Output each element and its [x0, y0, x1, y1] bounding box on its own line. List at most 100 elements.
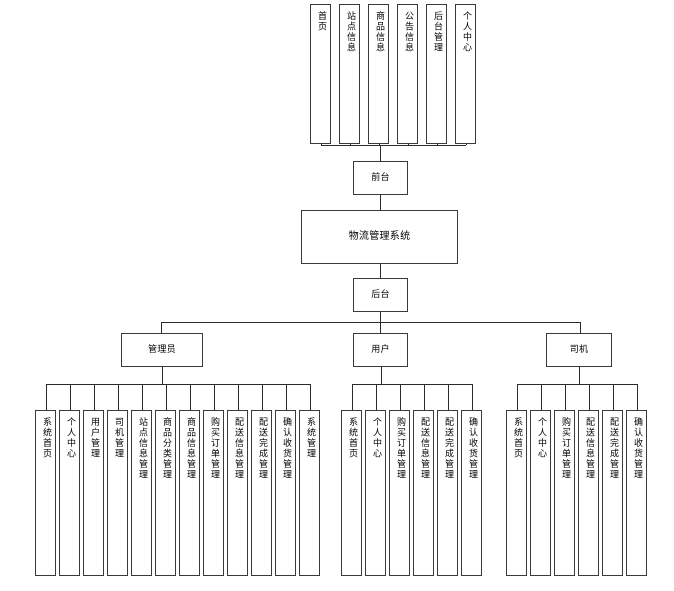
node-role-1-item-3[interactable]: 配送信息管理: [413, 410, 434, 576]
node-role-2-item-1-label: 个人中心: [536, 417, 546, 459]
connector-role-2-stub-2: [565, 384, 566, 410]
node-role-1-item-2[interactable]: 购买订单管理: [389, 410, 410, 576]
connector-role-0-stub-0: [46, 384, 47, 410]
connector-system-to-backend: [380, 264, 381, 278]
connector-rolebus-to-driver: [580, 322, 581, 333]
connector-role-1-stem: [381, 367, 382, 384]
node-role-0-item-0-label: 系统首页: [41, 417, 51, 459]
node-frontend-label: 前台: [371, 173, 390, 183]
node-frontend-menu-item-5-label: 个人中心: [461, 11, 471, 53]
node-role-1-item-0[interactable]: 系统首页: [341, 410, 362, 576]
node-frontend-menu-item-3[interactable]: 公告信息: [397, 4, 418, 144]
node-role-1-item-5[interactable]: 确认收货管理: [461, 410, 482, 576]
node-role-0-item-3[interactable]: 司机管理: [107, 410, 128, 576]
node-frontend-menu-item-0-label: 首页: [316, 11, 326, 32]
connector-role-2-bus: [517, 384, 637, 385]
node-frontend-menu-item-4-label: 后台管理: [432, 11, 442, 53]
node-role-0-item-5[interactable]: 商品分类管理: [155, 410, 176, 576]
connector-role-1-stub-0: [352, 384, 353, 410]
node-role-2[interactable]: 司机: [546, 333, 612, 367]
node-role-0-item-0[interactable]: 系统首页: [35, 410, 56, 576]
node-backend[interactable]: 后台: [353, 278, 408, 312]
node-role-0-item-11[interactable]: 系统管理: [299, 410, 320, 576]
node-frontend-menu-item-0[interactable]: 首页: [310, 4, 331, 144]
node-frontend-menu-item-2-label: 商品信息: [374, 11, 384, 53]
node-frontend-menu-item-5[interactable]: 个人中心: [455, 4, 476, 144]
node-role-0-label: 管理员: [148, 345, 176, 355]
node-role-0-item-10[interactable]: 确认收货管理: [275, 410, 296, 576]
connector-frontend-menu-stub-2: [379, 144, 380, 145]
connector-frontend-menu-stub-0: [321, 144, 322, 145]
node-role-0-item-10-label: 确认收货管理: [281, 417, 291, 480]
node-role-0-item-7[interactable]: 购买订单管理: [203, 410, 224, 576]
node-role-1-item-5-label: 确认收货管理: [467, 417, 477, 480]
connector-role-0-stub-7: [214, 384, 215, 410]
node-role-0-item-6[interactable]: 商品信息管理: [179, 410, 200, 576]
node-role-2-item-0[interactable]: 系统首页: [506, 410, 527, 576]
connector-role-1-bus: [352, 384, 472, 385]
connector-role-bus: [161, 322, 580, 323]
connector-frontend-menu-stub-5: [466, 144, 467, 145]
connector-role-0-bus: [46, 384, 310, 385]
node-backend-label: 后台: [371, 290, 390, 300]
node-frontend-menu-item-2[interactable]: 商品信息: [368, 4, 389, 144]
node-role-1-item-1-label: 个人中心: [371, 417, 381, 459]
node-role-2-item-5[interactable]: 确认收货管理: [626, 410, 647, 576]
node-role-1-item-1[interactable]: 个人中心: [365, 410, 386, 576]
connector-role-1-stub-5: [472, 384, 473, 410]
connector-role-0-stem: [162, 367, 163, 384]
node-role-0-item-11-label: 系统管理: [305, 417, 315, 459]
connector-role-1-stub-4: [448, 384, 449, 410]
connector-role-0-stub-10: [286, 384, 287, 410]
node-role-0-item-4[interactable]: 站点信息管理: [131, 410, 152, 576]
connector-frontend-menu-stub-1: [350, 144, 351, 145]
connector-role-0-stub-11: [310, 384, 311, 410]
node-role-1-item-2-label: 购买订单管理: [395, 417, 405, 480]
connector-role-0-stub-1: [70, 384, 71, 410]
connector-role-2-stub-1: [541, 384, 542, 410]
connector-frontend-to-system: [380, 195, 381, 210]
node-role-0-item-1[interactable]: 个人中心: [59, 410, 80, 576]
node-role-1-item-4[interactable]: 配送完成管理: [437, 410, 458, 576]
node-role-2-item-5-label: 确认收货管理: [632, 417, 642, 480]
node-frontend-menu-item-3-label: 公告信息: [403, 11, 413, 53]
node-role-0-item-5-label: 商品分类管理: [161, 417, 171, 480]
node-role-0-item-8[interactable]: 配送信息管理: [227, 410, 248, 576]
node-frontend[interactable]: 前台: [353, 161, 408, 195]
node-frontend-menu-item-1[interactable]: 站点信息: [339, 4, 360, 144]
node-role-2-item-3[interactable]: 配送信息管理: [578, 410, 599, 576]
connector-role-0-stub-6: [190, 384, 191, 410]
node-role-0-item-9[interactable]: 配送完成管理: [251, 410, 272, 576]
node-frontend-menu-item-4[interactable]: 后台管理: [426, 4, 447, 144]
node-role-2-item-2-label: 购买订单管理: [560, 417, 570, 480]
connector-role-2-stub-0: [517, 384, 518, 410]
node-role-0-item-7-label: 购买订单管理: [209, 417, 219, 480]
node-role-0-item-2[interactable]: 用户管理: [83, 410, 104, 576]
node-role-2-item-2[interactable]: 购买订单管理: [554, 410, 575, 576]
connector-frontend-menu-stub-3: [408, 144, 409, 145]
connector-role-1-stub-3: [424, 384, 425, 410]
connector-topmenu-to-frontend: [380, 145, 381, 161]
node-role-1-item-4-label: 配送完成管理: [443, 417, 453, 480]
node-system-root[interactable]: 物流管理系统: [301, 210, 458, 264]
connector-role-1-stub-1: [376, 384, 377, 410]
node-role-1-item-0-label: 系统首页: [347, 417, 357, 459]
node-role-2-label: 司机: [569, 345, 589, 355]
node-role-2-item-0-label: 系统首页: [512, 417, 522, 459]
node-role-2-item-3-label: 配送信息管理: [584, 417, 594, 480]
connector-role-1-stub-2: [400, 384, 401, 410]
node-role-0[interactable]: 管理员: [121, 333, 203, 367]
node-role-2-item-4[interactable]: 配送完成管理: [602, 410, 623, 576]
connector-role-0-stub-4: [142, 384, 143, 410]
node-role-0-item-1-label: 个人中心: [65, 417, 75, 459]
connector-role-2-stub-4: [613, 384, 614, 410]
node-role-1[interactable]: 用户: [353, 333, 408, 367]
connector-role-0-stub-9: [262, 384, 263, 410]
connector-role-2-stub-5: [637, 384, 638, 410]
connector-rolebus-to-user: [380, 322, 381, 333]
node-system-root-label: 物流管理系统: [348, 231, 411, 242]
node-frontend-menu-item-1-label: 站点信息: [345, 11, 355, 53]
node-role-0-item-4-label: 站点信息管理: [137, 417, 147, 480]
node-role-2-item-1[interactable]: 个人中心: [530, 410, 551, 576]
